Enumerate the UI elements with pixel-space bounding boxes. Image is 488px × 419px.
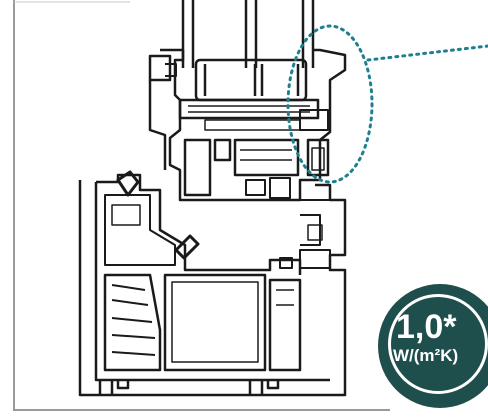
u-value-unit: W/(m²K) [393, 346, 459, 365]
u-value-badge: 1,0* W/(m²K) [378, 284, 488, 408]
drawing-frame [13, 0, 390, 411]
leader-line [366, 44, 488, 62]
profile-lines [78, 0, 347, 397]
highlight-ellipse [286, 24, 374, 184]
badge-ring [388, 294, 488, 394]
u-value-text: 1,0* [396, 308, 457, 346]
